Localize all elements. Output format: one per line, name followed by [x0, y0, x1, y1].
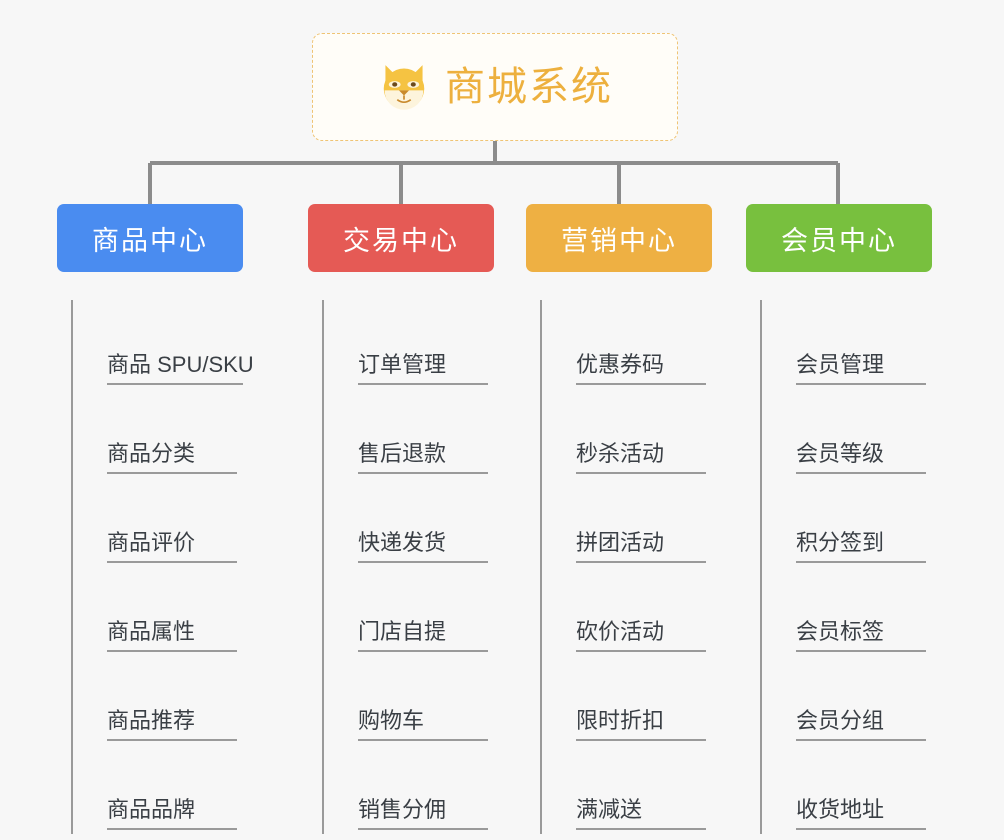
leaf-label: 商品推荐: [107, 708, 237, 741]
branch-head-2[interactable]: 营销中心: [526, 204, 712, 272]
leaf-item[interactable]: 商品品牌: [73, 745, 243, 834]
leaf-label: 商品品牌: [107, 797, 237, 830]
leaf-item[interactable]: 商品评价: [73, 478, 243, 567]
leaf-item[interactable]: 收货地址: [762, 745, 932, 834]
leaf-list-2: 优惠券码 秒杀活动 拼团活动 砍价活动 限时折扣 满减送: [540, 300, 712, 834]
branch-head-0[interactable]: 商品中心: [57, 204, 243, 272]
leaf-label: 商品分类: [107, 441, 237, 474]
branch-column-0: 商品中心 商品 SPU/SKU 商品分类 商品评价 商品属性 商品推荐 商品品牌: [57, 204, 254, 834]
leaf-item[interactable]: 会员分组: [762, 656, 932, 745]
leaf-item[interactable]: 门店自提: [324, 567, 494, 656]
leaf-list-3: 会员管理 会员等级 积分签到 会员标签 会员分组 收货地址: [760, 300, 932, 834]
leaf-item[interactable]: 会员等级: [762, 389, 932, 478]
leaf-item[interactable]: 销售分佣: [324, 745, 494, 834]
root-title: 商城系统: [445, 65, 613, 109]
leaf-item[interactable]: 购物车: [324, 656, 494, 745]
leaf-label: 会员等级: [796, 441, 926, 474]
leaf-label: 满减送: [576, 797, 706, 830]
leaf-item[interactable]: 拼团活动: [542, 478, 712, 567]
leaf-item[interactable]: 售后退款: [324, 389, 494, 478]
branch-column-2: 营销中心 优惠券码 秒杀活动 拼团活动 砍价活动 限时折扣 满减送: [526, 204, 712, 834]
leaf-list-1: 订单管理 售后退款 快递发货 门店自提 购物车 销售分佣: [322, 300, 494, 834]
leaf-item[interactable]: 商品分类: [73, 389, 243, 478]
leaf-label: 快递发货: [358, 530, 488, 563]
leaf-item[interactable]: 会员管理: [762, 300, 932, 389]
leaf-label: 会员分组: [796, 708, 926, 741]
root-node[interactable]: 商城系统: [312, 33, 678, 141]
branch-head-3[interactable]: 会员中心: [746, 204, 932, 272]
leaf-item[interactable]: 商品属性: [73, 567, 243, 656]
leaf-label: 购物车: [358, 708, 488, 741]
shiba-dog-icon: [383, 65, 425, 110]
leaf-item[interactable]: 满减送: [542, 745, 712, 834]
branch-head-label: 会员中心: [781, 225, 897, 256]
leaf-item[interactable]: 积分签到: [762, 478, 932, 567]
leaf-label: 售后退款: [358, 441, 488, 474]
branch-column-1: 交易中心 订单管理 售后退款 快递发货 门店自提 购物车 销售分佣: [308, 204, 494, 834]
leaf-item[interactable]: 订单管理: [324, 300, 494, 389]
leaf-label: 积分签到: [796, 530, 926, 563]
leaf-label: 销售分佣: [358, 797, 488, 830]
leaf-label: 砍价活动: [576, 619, 706, 652]
leaf-label: 限时折扣: [576, 708, 706, 741]
leaf-label: 订单管理: [358, 352, 488, 385]
branch-head-label: 营销中心: [561, 225, 677, 256]
leaf-label: 拼团活动: [576, 530, 706, 563]
leaf-item[interactable]: 砍价活动: [542, 567, 712, 656]
branch-head-label: 商品中心: [92, 225, 208, 256]
branch-column-3: 会员中心 会员管理 会员等级 积分签到 会员标签 会员分组 收货地址: [746, 204, 932, 834]
leaf-label: 秒杀活动: [576, 441, 706, 474]
leaf-list-0: 商品 SPU/SKU 商品分类 商品评价 商品属性 商品推荐 商品品牌: [71, 300, 254, 834]
branch-head-1[interactable]: 交易中心: [308, 204, 494, 272]
leaf-item[interactable]: 优惠券码: [542, 300, 712, 389]
branch-head-label: 交易中心: [343, 225, 459, 256]
leaf-item[interactable]: 秒杀活动: [542, 389, 712, 478]
leaf-item[interactable]: 商品 SPU/SKU: [73, 300, 254, 389]
leaf-item[interactable]: 商品推荐: [73, 656, 243, 745]
leaf-item[interactable]: 会员标签: [762, 567, 932, 656]
leaf-item[interactable]: 快递发货: [324, 478, 494, 567]
leaf-label: 商品属性: [107, 619, 237, 652]
leaf-item[interactable]: 限时折扣: [542, 656, 712, 745]
leaf-label: 门店自提: [358, 619, 488, 652]
leaf-label: 商品 SPU/SKU: [107, 352, 254, 385]
leaf-label: 会员管理: [796, 352, 926, 385]
leaf-label: 商品评价: [107, 530, 237, 563]
leaf-label: 会员标签: [796, 619, 926, 652]
leaf-label: 收货地址: [796, 797, 926, 830]
leaf-label: 优惠券码: [576, 352, 706, 385]
